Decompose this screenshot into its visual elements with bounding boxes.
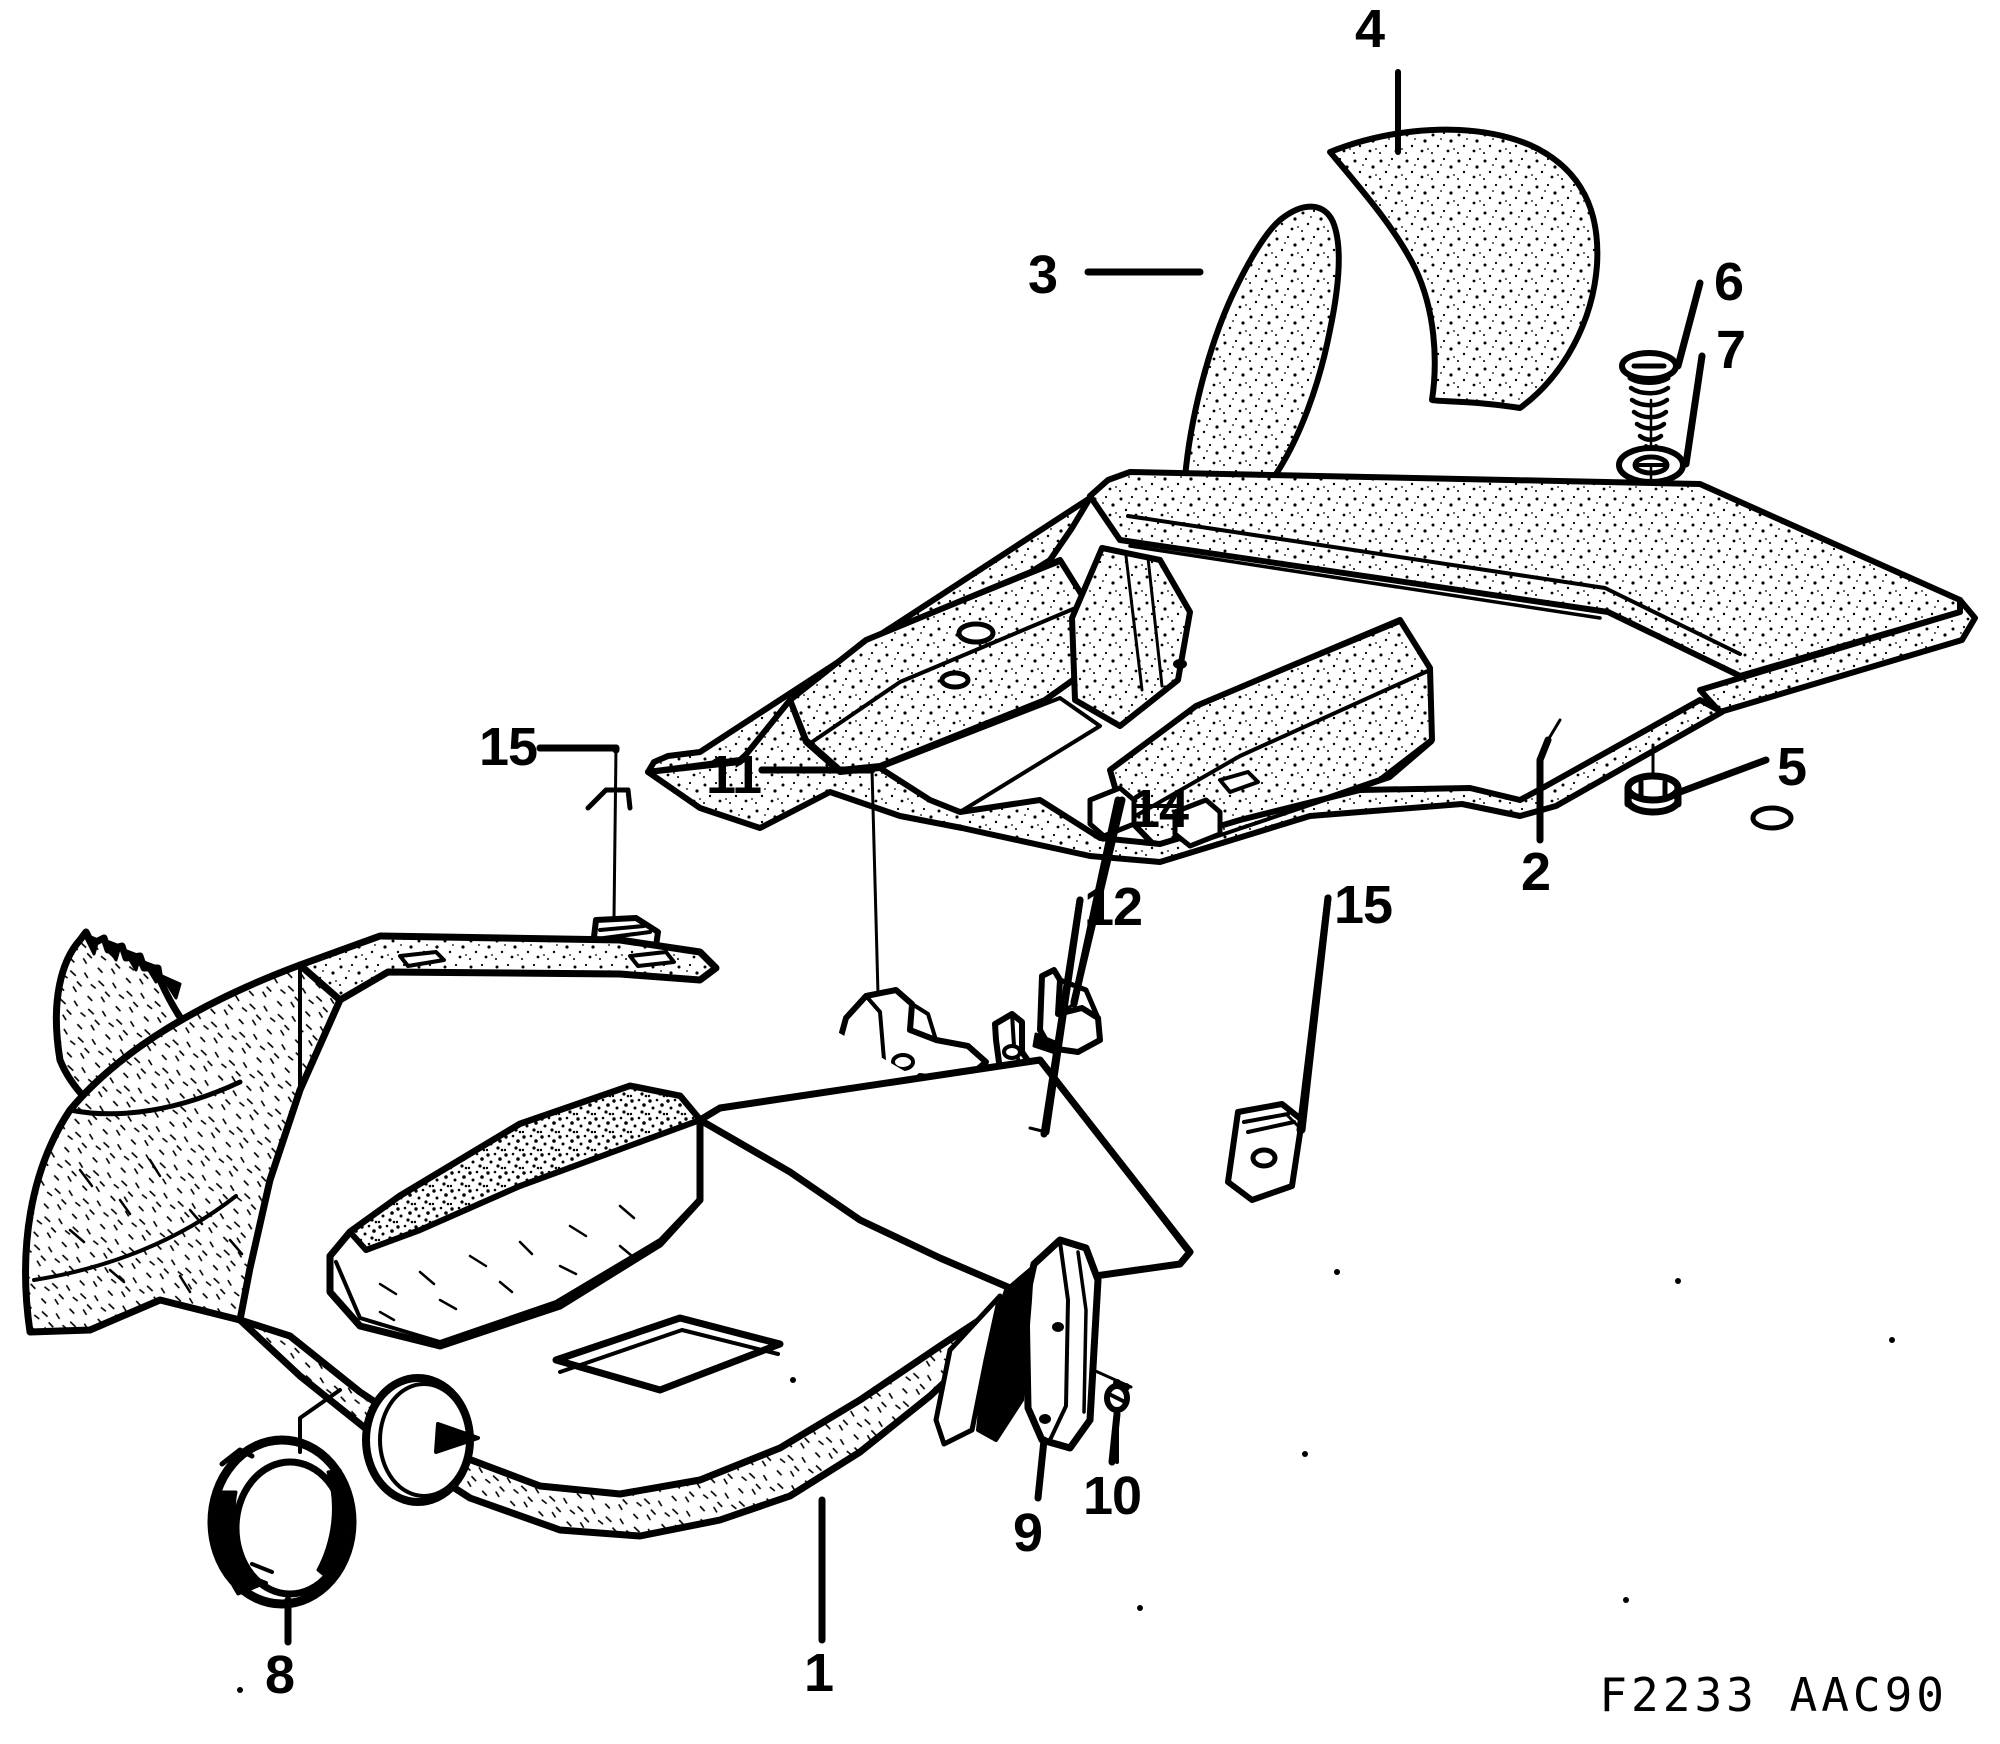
- part-8-grommet-ring: [207, 1388, 357, 1609]
- part-9-side-trim-rail: [933, 1236, 1102, 1452]
- part-14-spring-clip: [1032, 967, 1103, 1056]
- callout-1: 1: [804, 1643, 834, 1703]
- callout-14: 14: [1130, 779, 1189, 839]
- callout-5: 5: [1777, 737, 1807, 797]
- callout-9: 9: [1013, 1503, 1043, 1563]
- callout-3: 3: [1028, 245, 1058, 305]
- callout-2: 2: [1521, 842, 1551, 902]
- part-3-wheel-arch-cover-small: [1182, 203, 1342, 491]
- callout-11: 11: [706, 745, 762, 805]
- part-7-washer: [1616, 398, 1686, 502]
- part-1-front-floor-carpet: [22, 928, 1205, 1540]
- callout-6: 6: [1714, 252, 1744, 312]
- drawing-code: F2233 AAC90: [1599, 1668, 1948, 1722]
- callout-12: 12: [1084, 877, 1143, 937]
- part-15-bracket-strip-lower: [1225, 1101, 1305, 1203]
- callout-15-upper: 15: [479, 717, 538, 777]
- callout-10: 10: [1083, 1466, 1142, 1526]
- callout-15-lower: 15: [1334, 875, 1393, 935]
- callout-7: 7: [1716, 320, 1746, 380]
- part-2-rear-floor-carpet: [585, 469, 1978, 865]
- callout-8: 8: [265, 1645, 295, 1705]
- part-4-wheel-arch-cover-large: [1327, 126, 1601, 411]
- callout-4: 4: [1355, 0, 1385, 59]
